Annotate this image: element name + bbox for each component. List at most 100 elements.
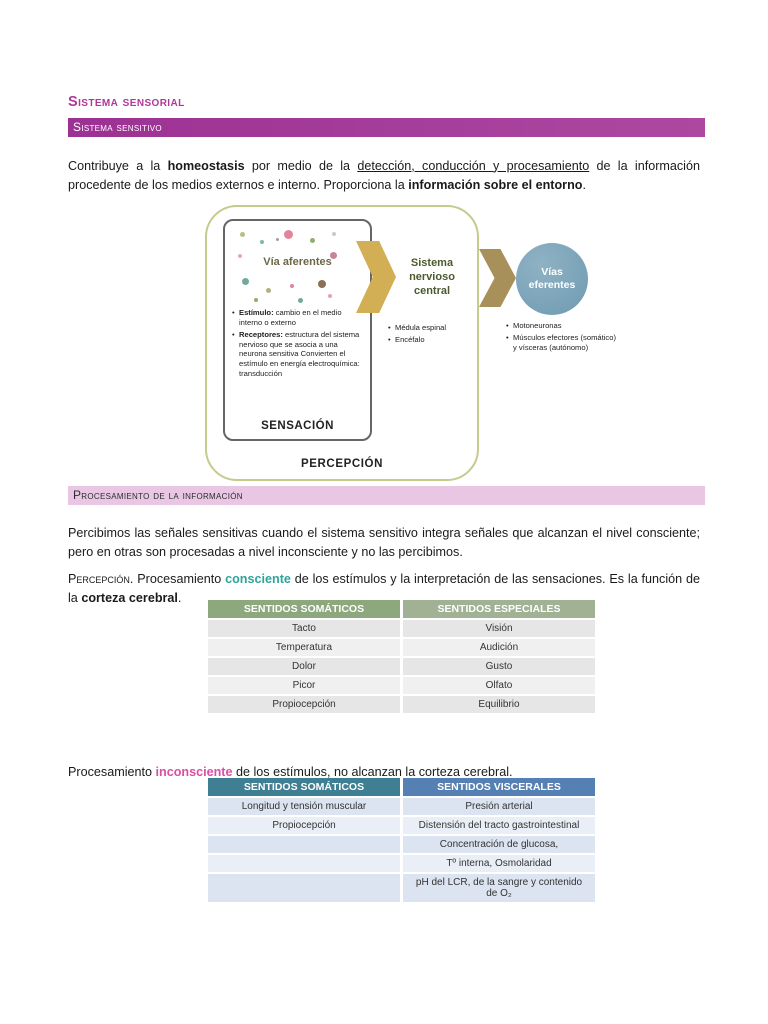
receptor-dot bbox=[318, 280, 326, 288]
sensory-pathway-diagram: Vía aferentes Estímulo: cambio en el med… bbox=[0, 203, 768, 488]
text-run: Encéfalo bbox=[395, 334, 425, 344]
table-cell: Equilibrio bbox=[403, 696, 595, 713]
table-row: pH del LCR, de la sangre y contenido de … bbox=[208, 874, 595, 902]
perception-caption: PERCEPCIÓN bbox=[300, 458, 384, 470]
table-header-row: SENTIDOS SOMÁTICOS SENTIDOS ESPECIALES bbox=[208, 600, 595, 618]
receptor-dot bbox=[298, 298, 303, 303]
table-row: Longitud y tensión muscular Presión arte… bbox=[208, 798, 595, 815]
table-cell: Tº interna, Osmolaridad bbox=[403, 855, 595, 872]
table-cell: Presión arterial bbox=[403, 798, 595, 815]
list-item: Motoneuronas bbox=[506, 321, 616, 331]
table-row: Propiocepción Distensión del tracto gast… bbox=[208, 817, 595, 834]
bold-text: homeostasis bbox=[167, 158, 245, 173]
small-caps-lead: Percepción. bbox=[68, 571, 134, 586]
text-run: cambio en el medio interno o externo bbox=[239, 308, 342, 327]
text-run: por medio de la bbox=[244, 158, 358, 173]
receptor-dot bbox=[254, 298, 258, 302]
unconscious-highlight: inconsciente bbox=[155, 764, 233, 779]
table-cell: Picor bbox=[208, 677, 400, 694]
receptor-dot bbox=[330, 252, 337, 259]
afferent-bullets: Estímulo: cambio en el medio interno o e… bbox=[232, 308, 363, 381]
intro-paragraph: Contribuye a la homeostasis por medio de… bbox=[68, 157, 700, 195]
processing-paragraph: Percibimos las señales sensitivas cuando… bbox=[68, 525, 700, 559]
receptor-dot bbox=[290, 284, 294, 288]
table-cell bbox=[208, 836, 400, 853]
bold-text: Estímulo: bbox=[239, 308, 274, 317]
text-run: Motoneuronas bbox=[513, 321, 562, 330]
table-cell: Olfato bbox=[403, 677, 595, 694]
receptor-dot bbox=[328, 294, 332, 298]
table-row: Dolor Gusto bbox=[208, 658, 595, 675]
text-run: de los estímulos y la interpretación de … bbox=[68, 571, 700, 605]
efferent-bullets: Motoneuronas Músculos efectores (somátic… bbox=[506, 321, 616, 355]
unconscious-paragraph: Procesamiento inconsciente de los estímu… bbox=[68, 763, 700, 782]
receptor-dot bbox=[284, 230, 293, 239]
afferent-title: Vía aferentes bbox=[263, 256, 332, 268]
list-item: Médula espinal bbox=[388, 323, 476, 333]
text-run: estructura del sistema nervioso que se a… bbox=[239, 329, 360, 379]
receptor-dot bbox=[260, 240, 264, 244]
table-row: Temperatura Audición bbox=[208, 639, 595, 656]
receptor-dot bbox=[276, 238, 279, 241]
header-cell: SENTIDOS SOMÁTICOS bbox=[208, 778, 400, 796]
receptor-dot bbox=[240, 232, 245, 237]
text-run: Procesamiento bbox=[68, 764, 156, 779]
text-run: Contribuye a la bbox=[68, 158, 168, 173]
table-cell: Longitud y tensión muscular bbox=[208, 798, 400, 815]
table-cell: pH del LCR, de la sangre y contenido de … bbox=[403, 874, 595, 902]
header-cell: SENTIDOS SOMÁTICOS bbox=[208, 600, 400, 618]
table-cell: Audición bbox=[403, 639, 595, 656]
efferent-title: Vías eferentes bbox=[528, 266, 576, 291]
text-run: Músculos efectores (somático) y vísceras… bbox=[513, 332, 616, 352]
receptor-dot bbox=[310, 238, 315, 243]
receptor-dots: Vía aferentes bbox=[232, 226, 363, 308]
text-run: . bbox=[582, 177, 586, 192]
header-cell: SENTIDOS VISCERALES bbox=[403, 778, 595, 796]
table-cell: Dolor bbox=[208, 658, 400, 675]
cns-bullets: Médula espinal Encéfalo bbox=[388, 323, 476, 347]
table-row: Picor Olfato bbox=[208, 677, 595, 694]
header-cell: SENTIDOS ESPECIALES bbox=[403, 600, 595, 618]
list-item: Estímulo: cambio en el medio interno o e… bbox=[232, 308, 363, 328]
underlined-text: detección, conducción y procesamiento bbox=[357, 158, 590, 173]
receptor-dot bbox=[238, 254, 242, 258]
list-item: Receptores: estructura del sistema nervi… bbox=[232, 330, 363, 379]
table-cell: Propiocepción bbox=[208, 696, 400, 713]
sensation-caption: SENSACIÓN bbox=[261, 420, 334, 432]
table-header-row: SENTIDOS SOMÁTICOS SENTIDOS VISCERALES bbox=[208, 778, 595, 796]
table-cell: Tacto bbox=[208, 620, 400, 637]
table-cell: Propiocepción bbox=[208, 817, 400, 834]
perception-box: Vía aferentes Estímulo: cambio en el med… bbox=[205, 205, 479, 481]
bold-text: corteza cerebral bbox=[81, 590, 178, 605]
receptor-dot bbox=[242, 278, 249, 285]
text-run: de la información procedente de los medi… bbox=[68, 158, 700, 192]
section-banner-procesamiento: Procesamiento de la información bbox=[68, 486, 705, 505]
sensation-box: Vía aferentes Estímulo: cambio en el med… bbox=[223, 219, 372, 441]
conscious-highlight: consciente bbox=[225, 571, 291, 586]
page-title: Sistema sensorial bbox=[68, 93, 185, 110]
text-run: . bbox=[177, 590, 182, 605]
table-cell: Gusto bbox=[403, 658, 595, 675]
receptor-dot bbox=[266, 288, 271, 293]
efferent-circle: Vías eferentes bbox=[516, 243, 588, 315]
table-cell bbox=[208, 855, 400, 872]
table-cell: Concentración de glucosa, bbox=[403, 836, 595, 853]
list-item: Encéfalo bbox=[388, 335, 476, 345]
conscious-senses-table: SENTIDOS SOMÁTICOS SENTIDOS ESPECIALES T… bbox=[205, 598, 598, 715]
table-row: Concentración de glucosa, bbox=[208, 836, 595, 853]
bold-text: información sobre el entorno bbox=[408, 177, 583, 192]
table-row: Tº interna, Osmolaridad bbox=[208, 855, 595, 872]
table-row: Tacto Visión bbox=[208, 620, 595, 637]
table-row: Propiocepción Equilibrio bbox=[208, 696, 595, 713]
table-cell: Visión bbox=[403, 620, 595, 637]
arrow-right-icon bbox=[479, 249, 516, 307]
list-item: Músculos efectores (somático) y vísceras… bbox=[506, 333, 616, 353]
table-cell: Temperatura bbox=[208, 639, 400, 656]
text-run: Procesamiento bbox=[133, 571, 226, 586]
bold-text: Receptores: bbox=[239, 329, 283, 339]
section-banner-sistema-sensitivo: Sistema sensitivo bbox=[68, 118, 705, 137]
text-run: Médula espinal bbox=[395, 323, 447, 332]
table-cell bbox=[208, 874, 400, 902]
receptor-dot bbox=[332, 232, 336, 236]
